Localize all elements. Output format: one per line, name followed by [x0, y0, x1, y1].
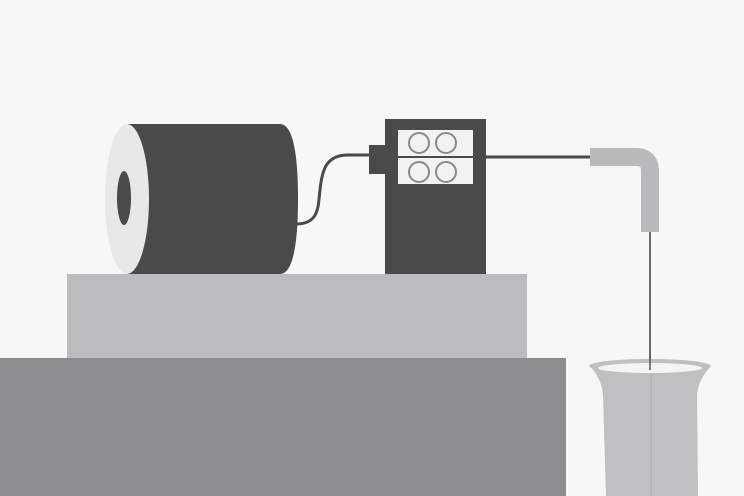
spool-cable — [294, 153, 372, 226]
table-base — [0, 358, 566, 496]
feeder-rollers-icon — [369, 119, 486, 274]
roller-bottom-right — [435, 161, 457, 183]
roller-top-right — [435, 132, 457, 154]
roller-top-left — [408, 132, 430, 154]
elbow-nozzle-icon — [590, 148, 659, 232]
spool-icon — [105, 124, 298, 274]
roller-bottom-left — [408, 161, 430, 183]
spool-hole — [117, 171, 131, 225]
spool-body — [128, 124, 298, 274]
table-top — [67, 274, 527, 358]
nozzle-tube — [590, 148, 659, 232]
cup-icon — [589, 359, 711, 496]
feeder-inlet — [369, 145, 386, 174]
